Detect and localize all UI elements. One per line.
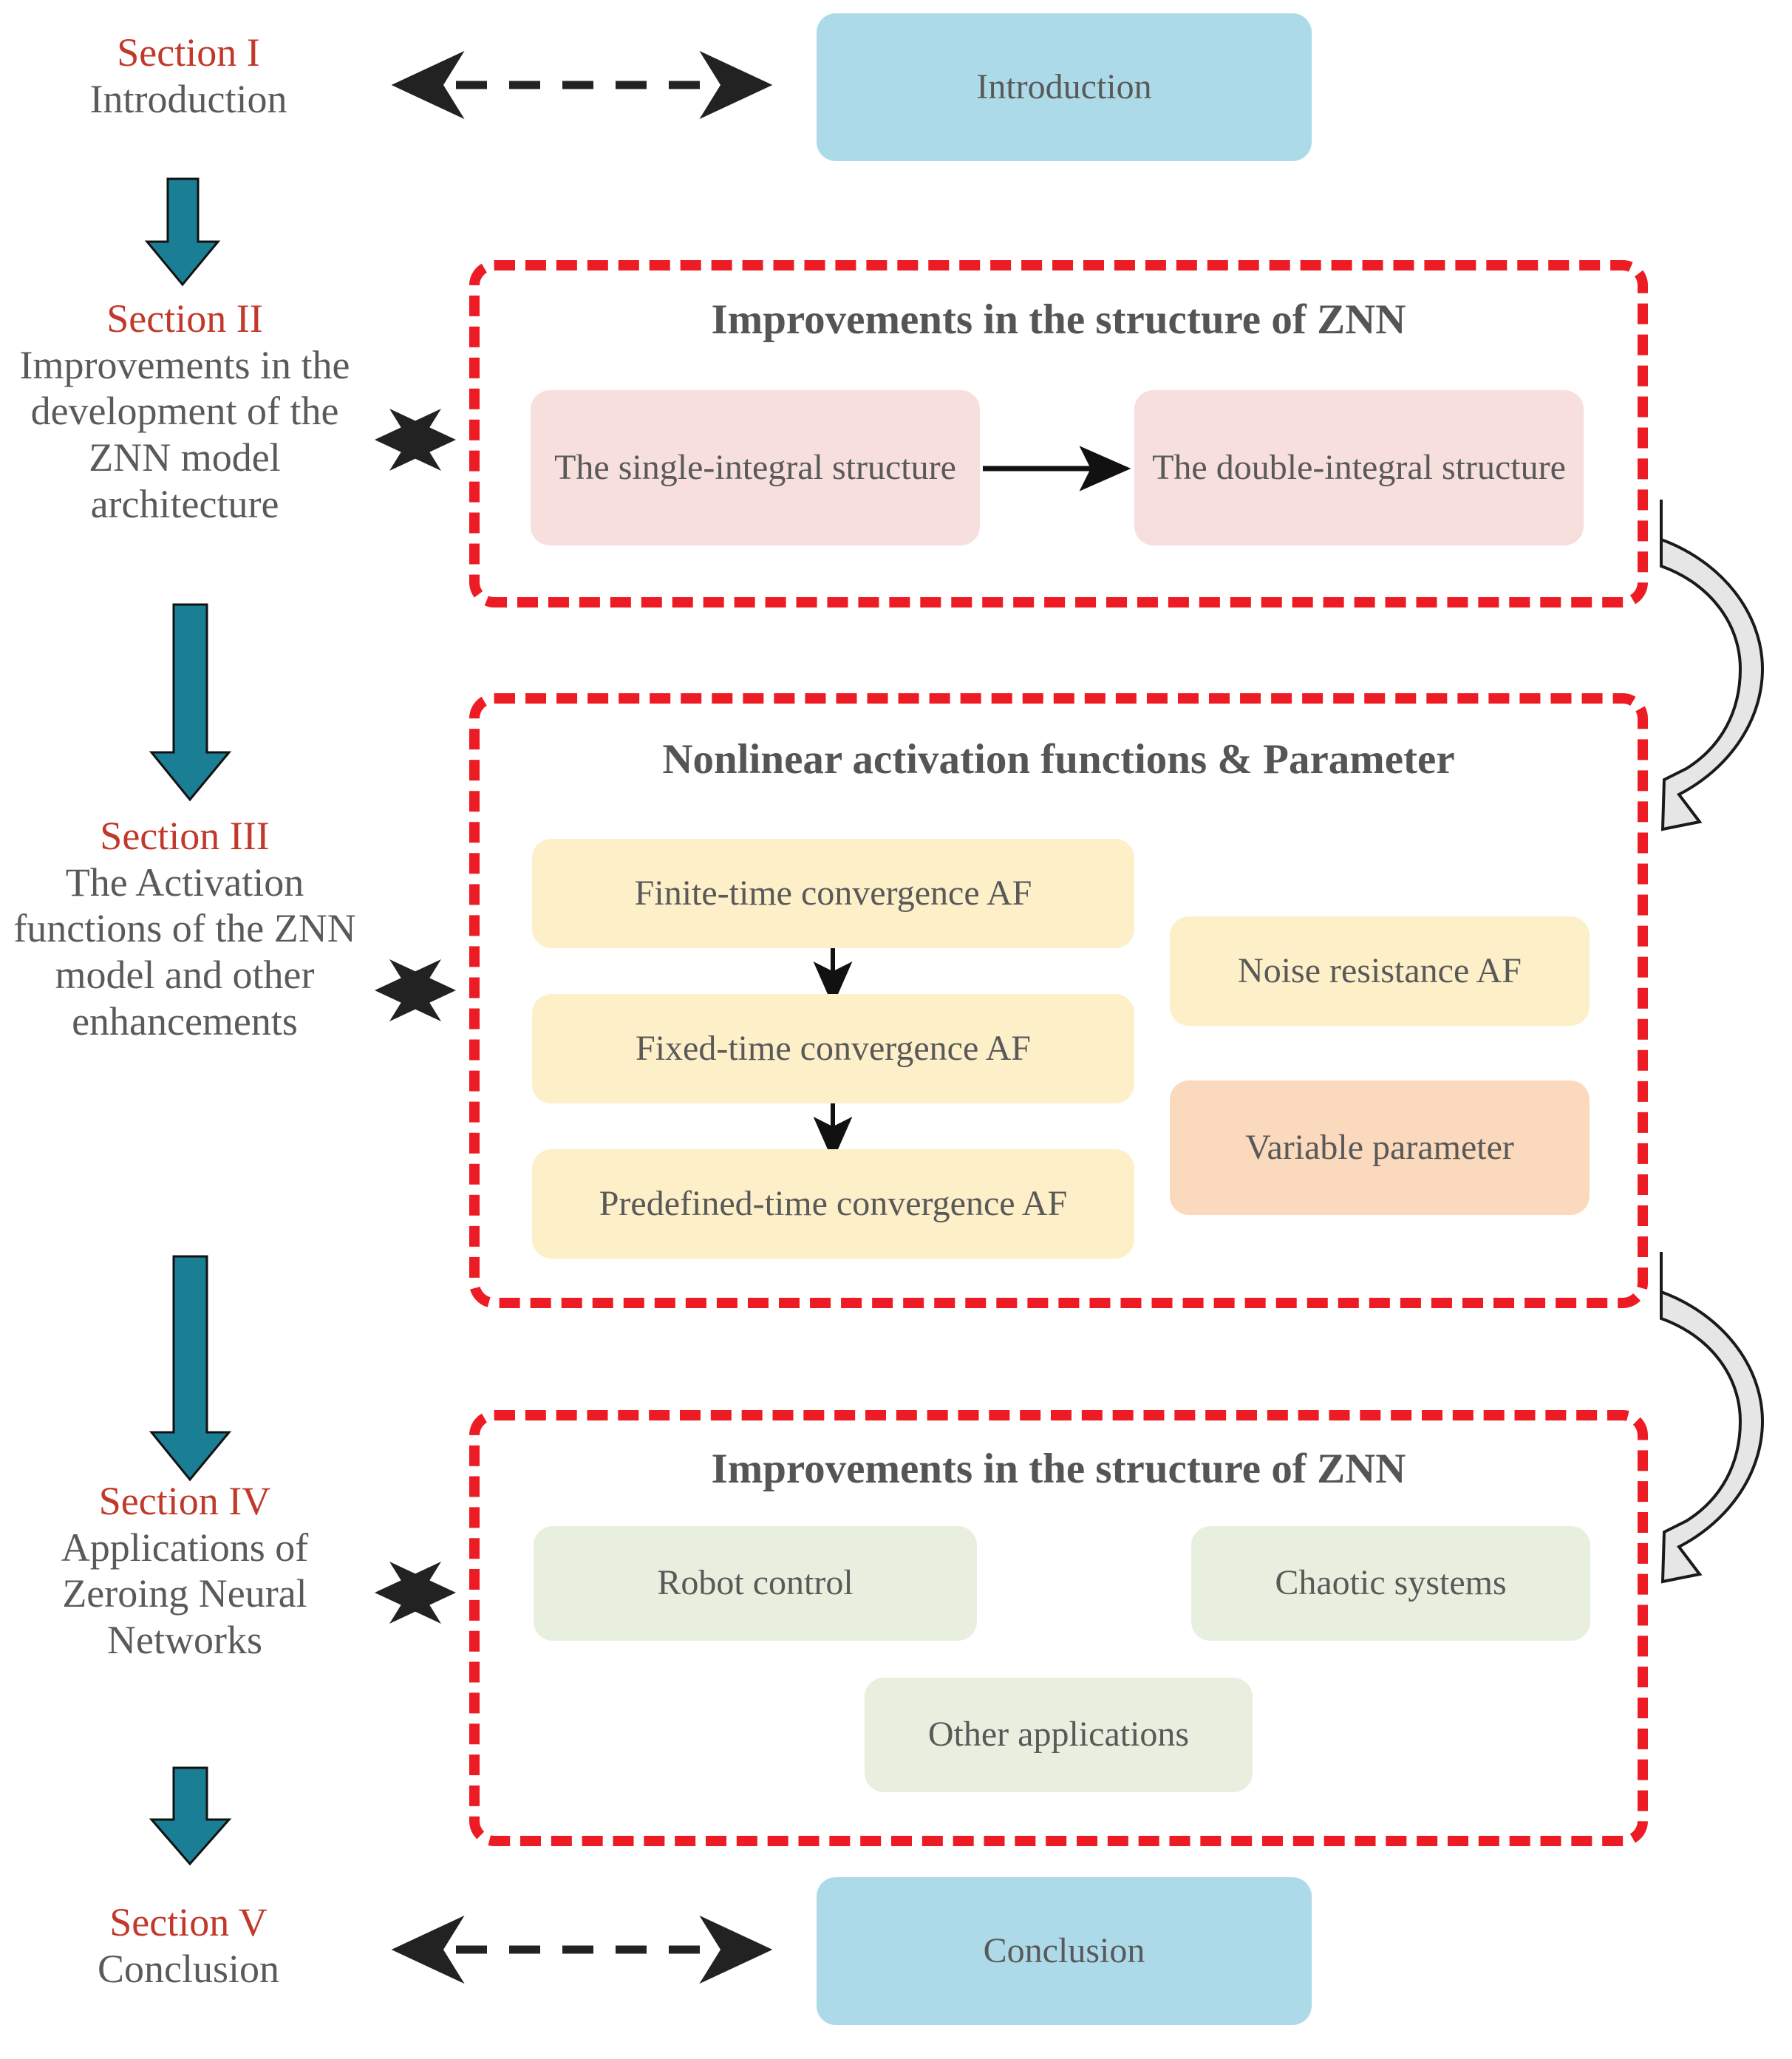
- section-number: Section IV: [98, 1479, 271, 1523]
- teal-arrow-iv-to-v: [149, 1766, 232, 1866]
- box-robot-control[interactable]: Robot control: [534, 1526, 977, 1641]
- box-single-integral-structure[interactable]: The single-integral structure: [531, 390, 980, 545]
- panel-activation-title: Nonlinear activation functions & Paramet…: [662, 736, 1455, 783]
- box-double-integral-structure[interactable]: The double-integral structure: [1134, 390, 1584, 545]
- box-finite-time-convergence-af[interactable]: Finite-time convergence AF: [532, 839, 1134, 948]
- teal-arrow-iii-to-iv: [149, 1255, 232, 1482]
- teal-arrow-i-to-ii: [144, 177, 221, 287]
- box-predefined-time-convergence-af[interactable]: Predefined-time convergence AF: [532, 1149, 1134, 1259]
- section-description: Conclusion: [97, 1946, 279, 1991]
- section-number: Section II: [106, 296, 263, 341]
- node-introduction[interactable]: Introduction: [817, 13, 1312, 161]
- box-other-applications[interactable]: Other applications: [865, 1678, 1253, 1792]
- box-chaotic-systems[interactable]: Chaotic systems: [1191, 1526, 1590, 1641]
- panel-structure-title: Improvements in the structure of ZNN: [711, 296, 1406, 343]
- curved-arrow-activation-to-applications: [1660, 1252, 1765, 1584]
- section-label-iii: Section III The Activation functions of …: [0, 813, 369, 1044]
- section-label-i: Section I Introduction: [15, 30, 362, 122]
- panel-structure: [469, 260, 1648, 608]
- box-fixed-time-convergence-af[interactable]: Fixed-time convergence AF: [532, 994, 1134, 1103]
- section-label-ii: Section II Improvements in the developme…: [0, 296, 369, 527]
- section-number: Section III: [100, 814, 270, 858]
- section-description: The Activation functions of the ZNN mode…: [13, 860, 356, 1044]
- teal-arrow-ii-to-iii: [149, 603, 232, 802]
- curved-arrow-structure-to-activation: [1660, 500, 1765, 831]
- panel-activation: [469, 693, 1648, 1308]
- section-description: Applications of Zeroing Neural Networks: [61, 1525, 309, 1662]
- section-label-iv: Section IV Applications of Zeroing Neura…: [0, 1478, 369, 1664]
- panel-applications-title: Improvements in the structure of ZNN: [711, 1446, 1406, 1492]
- box-variable-parameter[interactable]: Variable parameter: [1170, 1080, 1590, 1215]
- box-noise-resistance-af[interactable]: Noise resistance AF: [1170, 916, 1590, 1026]
- panel-applications: [469, 1410, 1648, 1846]
- section-description: Improvements in the development of the Z…: [19, 342, 350, 526]
- section-number: Section V: [109, 1900, 268, 1944]
- section-number: Section I: [117, 30, 260, 75]
- section-description: Introduction: [89, 76, 287, 121]
- node-conclusion[interactable]: Conclusion: [817, 1877, 1312, 2025]
- section-label-v: Section V Conclusion: [15, 1899, 362, 1992]
